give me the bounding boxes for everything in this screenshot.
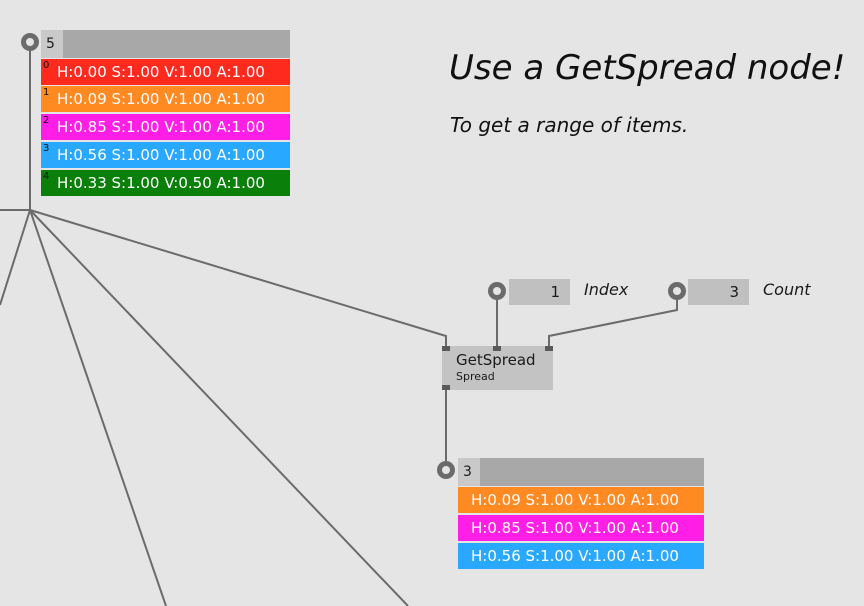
wire-source-to-getspread xyxy=(29,209,447,347)
source-spread-count: 5 xyxy=(41,30,63,58)
row-value: H:0.85 S:1.00 V:1.00 A:1.00 xyxy=(57,118,265,136)
row-value: H:0.09 S:1.00 V:1.00 A:1.00 xyxy=(57,90,265,108)
source-spread-row: 4 H:0.33 S:1.00 V:0.50 A:1.00 xyxy=(41,170,290,196)
source-spread-header[interactable]: 5 xyxy=(41,30,290,58)
row-value: H:0.09 S:1.00 V:1.00 A:1.00 xyxy=(471,491,679,509)
input-port-icon[interactable] xyxy=(493,346,501,351)
output-spread-row: H:0.09 S:1.00 V:1.00 A:1.00 xyxy=(458,487,704,513)
wire-source-left-diag xyxy=(0,209,31,306)
output-spread-row: H:0.56 S:1.00 V:1.00 A:1.00 xyxy=(458,543,704,569)
index-input-pin-icon[interactable] xyxy=(488,282,506,300)
row-value: H:0.56 S:1.00 V:1.00 A:1.00 xyxy=(57,146,265,164)
getspread-node[interactable]: GetSpread Spread xyxy=(442,346,553,390)
row-index: 0 xyxy=(43,60,50,71)
row-index: 3 xyxy=(43,143,50,154)
count-input-label: Count xyxy=(763,280,811,299)
row-index: 4 xyxy=(43,171,50,182)
row-value: H:0.33 S:1.00 V:0.50 A:1.00 xyxy=(57,174,265,192)
source-spread-row: 2 H:0.85 S:1.00 V:1.00 A:1.00 xyxy=(41,114,290,140)
wire-source-down-2 xyxy=(29,209,409,606)
wire-source-down-1 xyxy=(29,209,167,606)
row-index: 1 xyxy=(43,87,50,98)
index-input-box[interactable]: 1 xyxy=(509,279,570,305)
count-input-pin-icon[interactable] xyxy=(668,282,686,300)
row-value: H:0.56 S:1.00 V:1.00 A:1.00 xyxy=(471,547,679,565)
output-spread-row: H:0.85 S:1.00 V:1.00 A:1.00 xyxy=(458,515,704,541)
output-port-icon[interactable] xyxy=(442,385,450,390)
node-category: Spread xyxy=(456,370,495,383)
annotation-subtitle: To get a range of items. xyxy=(450,113,689,137)
row-value: H:0.00 S:1.00 V:1.00 A:1.00 xyxy=(57,63,265,81)
count-input-box[interactable]: 3 xyxy=(688,279,749,305)
index-input-label: Index xyxy=(584,280,629,299)
output-spread-count: 3 xyxy=(458,458,480,486)
row-index: 2 xyxy=(43,115,50,126)
source-spread-row: 1 H:0.09 S:1.00 V:1.00 A:1.00 xyxy=(41,86,290,112)
input-port-icon[interactable] xyxy=(545,346,553,351)
source-spread-pin-icon[interactable] xyxy=(21,33,39,51)
node-title: GetSpread xyxy=(456,351,536,369)
annotation-title: Use a GetSpread node! xyxy=(449,48,846,88)
output-spread-pin-icon[interactable] xyxy=(437,461,455,479)
wire-count-to-getspread xyxy=(548,300,678,347)
row-value: H:0.85 S:1.00 V:1.00 A:1.00 xyxy=(471,519,679,537)
source-spread-row: 0 H:0.00 S:1.00 V:1.00 A:1.00 xyxy=(41,59,290,85)
input-port-icon[interactable] xyxy=(442,346,450,351)
source-spread-row: 3 H:0.56 S:1.00 V:1.00 A:1.00 xyxy=(41,142,290,168)
output-spread-header[interactable]: 3 xyxy=(458,458,704,486)
